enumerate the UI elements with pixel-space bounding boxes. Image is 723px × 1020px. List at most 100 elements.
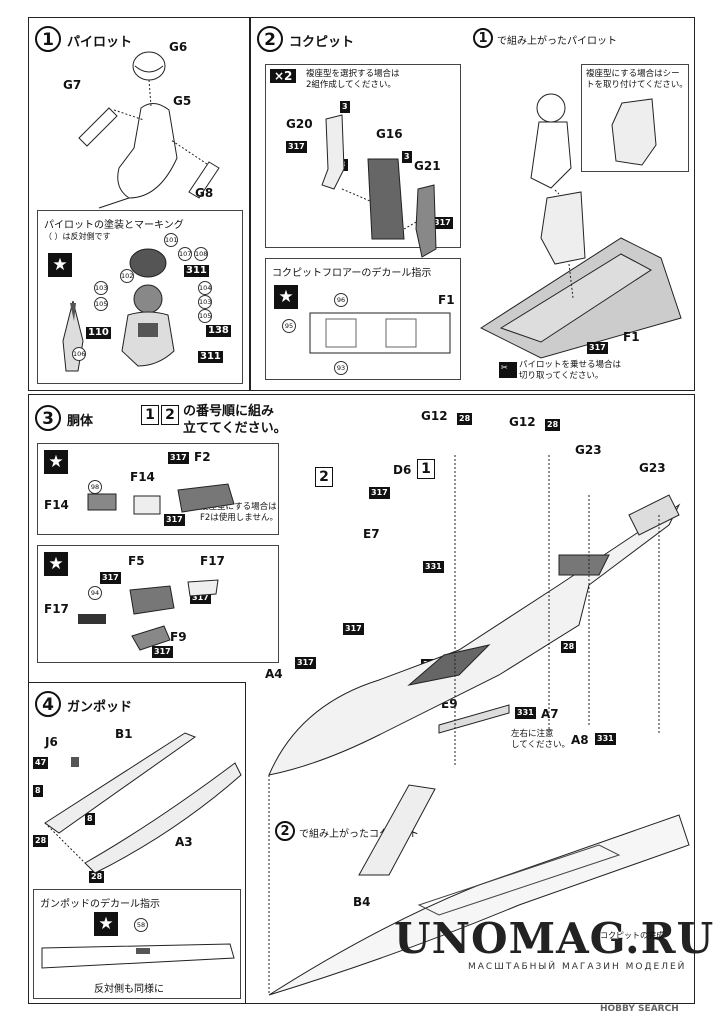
order-box: 1 — [141, 405, 159, 425]
part-label: A3 — [175, 835, 193, 849]
decal-number: 96 — [334, 293, 348, 307]
color-code: 3 — [402, 151, 412, 163]
decal-number: 94 — [88, 586, 102, 600]
f2-note: 複座型にする場合は F2は使用しません。 — [200, 502, 279, 523]
part-label: G23 — [575, 443, 602, 457]
watermark-subtext: МАСШТАБНЫЙ МАГАЗИН МОДЕЛЕЙ — [468, 962, 687, 972]
part-label: E7 — [363, 527, 380, 541]
f2-drawing — [87, 483, 235, 515]
part-label: F14 — [130, 470, 155, 484]
multiplier-badge: ×2 — [270, 69, 297, 83]
watermark-text: UNOMAG.RU — [394, 914, 715, 963]
decal-number: 58 — [134, 918, 148, 932]
part-label: G16 — [376, 127, 403, 141]
color-code: 317 — [168, 452, 189, 464]
step-title: 胴体 — [67, 414, 94, 429]
order-box: 2 — [161, 405, 179, 425]
floor-decal-title: コクピットフロアーのデカール指示 — [272, 268, 432, 279]
step2-panel: 2 コクピット ×2 複座型を選択する場合は 2組作成してください。 G20 G… — [250, 17, 695, 391]
order-box: 2 — [315, 467, 333, 487]
f2-sub-box: ★ F2 F14 F14 98 317 317 複座型にする場合は F2は使用し… — [37, 443, 279, 535]
decal-number: 105 — [94, 297, 108, 311]
order-note: の番号順に組み 立ててください。 — [183, 404, 287, 436]
part-label: A4 — [265, 667, 283, 681]
fuselage-drawing — [268, 455, 690, 996]
floor-drawing — [309, 312, 451, 354]
hobby-search-logo: HOBBY SEARCH — [600, 1004, 679, 1014]
step-number: 3 — [35, 405, 61, 431]
pilot-painting-box: パイロットの塗装とマーキング （ ）は反対側です ★ 101 107 108 3… — [37, 210, 243, 384]
step3-panel: 3 胴体 1 2 の番号順に組み 立ててください。 ★ F2 F14 F14 9… — [28, 394, 695, 1004]
color-code: 317 — [286, 141, 307, 153]
star-icon: ★ — [44, 450, 68, 474]
color-code: 331 — [423, 561, 444, 573]
part-label: F5 — [128, 554, 145, 568]
pilot-parts-drawing — [78, 51, 220, 209]
assembled-cockpit-label: で組み上がったコクピット — [299, 829, 419, 840]
color-code: 28 — [561, 641, 577, 653]
part-label: A8 — [571, 733, 589, 747]
color-code: 311 — [184, 265, 209, 277]
gunpod-decal-box: ガンポッドのデカール指示 ★ 58 反対側も同様に — [33, 889, 241, 999]
step-title: パイロット — [67, 35, 133, 50]
color-code: 8 — [33, 785, 43, 797]
star-icon: ★ — [94, 912, 118, 936]
color-code: 28 — [33, 835, 49, 847]
decal-number: 103 — [198, 295, 212, 309]
part-label: G21 — [414, 159, 441, 173]
decal-number: 103 — [94, 281, 108, 295]
color-code: 317 — [164, 514, 185, 526]
color-code: 28 — [457, 413, 473, 425]
decal-number: 101 — [164, 233, 178, 247]
part-label: B4 — [353, 895, 371, 909]
seat-parts-box: ×2 複座型を選択する場合は 2組作成してください。 G20 G16 G21 3… — [265, 64, 461, 258]
color-code: 317 — [369, 487, 390, 499]
order-box: 1 — [417, 459, 435, 479]
color-code: 28 — [545, 419, 561, 431]
color-code: 317 — [432, 217, 453, 229]
color-code: 3 — [340, 101, 350, 113]
step-ref-1: 1 — [473, 28, 493, 48]
star-icon: ★ — [44, 552, 68, 576]
part-label: A7 — [541, 707, 559, 721]
decal-number: 95 — [282, 319, 296, 333]
gunpod-decal-note: 反対側も同様に — [94, 984, 164, 995]
step-title: コクピット — [289, 35, 355, 50]
pilot-cut-note: パイロットを乗せる場合は 切り取ってください。 — [519, 360, 622, 381]
part-label: B1 — [115, 727, 133, 741]
double-seat-note: 複座型にする場合はシー トを取り付けてください。 — [586, 69, 688, 90]
part-label: D6 — [393, 463, 412, 477]
star-icon: ★ — [48, 253, 72, 277]
part-label: F2 — [194, 450, 211, 464]
part-label: F14 — [44, 498, 69, 512]
part-label: F1 — [438, 293, 455, 307]
color-code: 331 — [515, 707, 536, 719]
decal-number: 104 — [198, 281, 212, 295]
left-right-note: 左右に注意 してください。 — [511, 729, 570, 750]
step-title: ガンポッド — [67, 700, 133, 715]
gunpod-decal-title: ガンポッドのデカール指示 — [40, 899, 160, 910]
cockpit-tub-drawing — [479, 93, 682, 359]
part-label: G20 — [286, 117, 313, 131]
color-code: 317 — [587, 342, 608, 354]
rear-seat-drawing — [611, 98, 657, 166]
color-code: 47 — [33, 757, 49, 769]
color-code: 317 — [100, 572, 121, 584]
step-number: 1 — [35, 26, 61, 52]
painting-note: （ ）は反対側です — [44, 232, 111, 241]
f5-sub-box: ★ F5 F17 F17 F9 94 317 317 317 — [37, 545, 279, 663]
cut-icon: ✂ — [499, 362, 517, 378]
color-code: 317 — [295, 657, 316, 669]
color-code: 331 — [595, 733, 616, 745]
step-number: 2 — [257, 26, 283, 52]
color-code: 138 — [206, 325, 231, 337]
double-seat-note: 複座型を選択する場合は 2組作成してください。 — [306, 69, 400, 90]
decal-number: 93 — [334, 361, 348, 375]
color-code: 311 — [198, 351, 223, 363]
cockpit-complete-label: コクピットの完成 — [600, 931, 664, 940]
step1-panel: 1 パイロット G6 G7 G5 G8 パイロットの塗装とマーキング （ ）は反… — [28, 17, 250, 391]
decal-number: 105 — [198, 309, 212, 323]
part-label: F17 — [44, 602, 69, 616]
part-label: G6 — [169, 40, 188, 54]
pilot-painting-drawing — [62, 248, 175, 372]
